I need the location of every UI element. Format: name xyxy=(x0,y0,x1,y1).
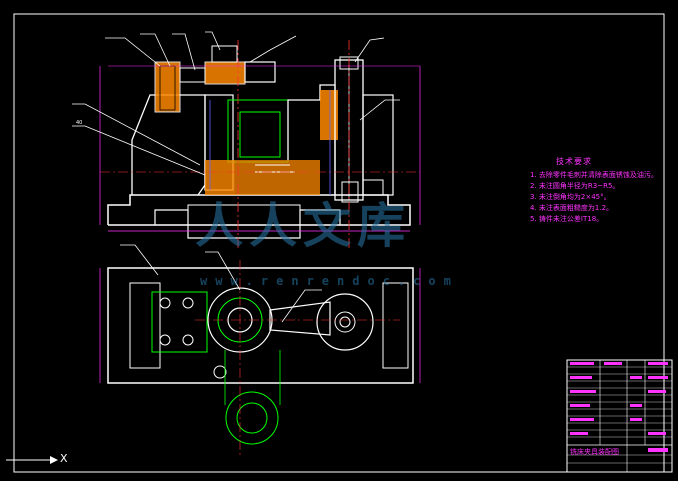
leader-label: 40 xyxy=(76,120,83,126)
technical-notes: 1. 去除零件毛刺并清除表面锈蚀及油污。 2. 未注圆角半径为R3~R5。 3.… xyxy=(530,170,658,225)
technical-notes-title: 技术要求 xyxy=(556,157,592,166)
watermark-logo: 人人文库 xyxy=(195,198,412,254)
note-item: 4. 未注表面粗糙度为1.2。 xyxy=(530,204,614,212)
sheet-border xyxy=(13,13,665,473)
front-view xyxy=(72,31,421,250)
ucs-x-axis xyxy=(6,456,58,464)
note-item: 5. 铸件未注公差IT18。 xyxy=(530,215,604,223)
note-item: 1. 去除零件毛刺并清除表面锈蚀及油污。 xyxy=(530,171,658,179)
plan-view xyxy=(99,244,421,455)
watermark-url: www.renrendoc.com xyxy=(200,274,459,288)
drawing-title: 铣床夹具装配图 xyxy=(570,448,619,456)
note-item: 2. 未注圆角半径为R3~R5。 xyxy=(530,182,620,190)
title-block xyxy=(566,359,673,473)
x-axis-label: X xyxy=(60,452,68,465)
note-item: 3. 未注倒角均为2×45°。 xyxy=(530,193,611,201)
